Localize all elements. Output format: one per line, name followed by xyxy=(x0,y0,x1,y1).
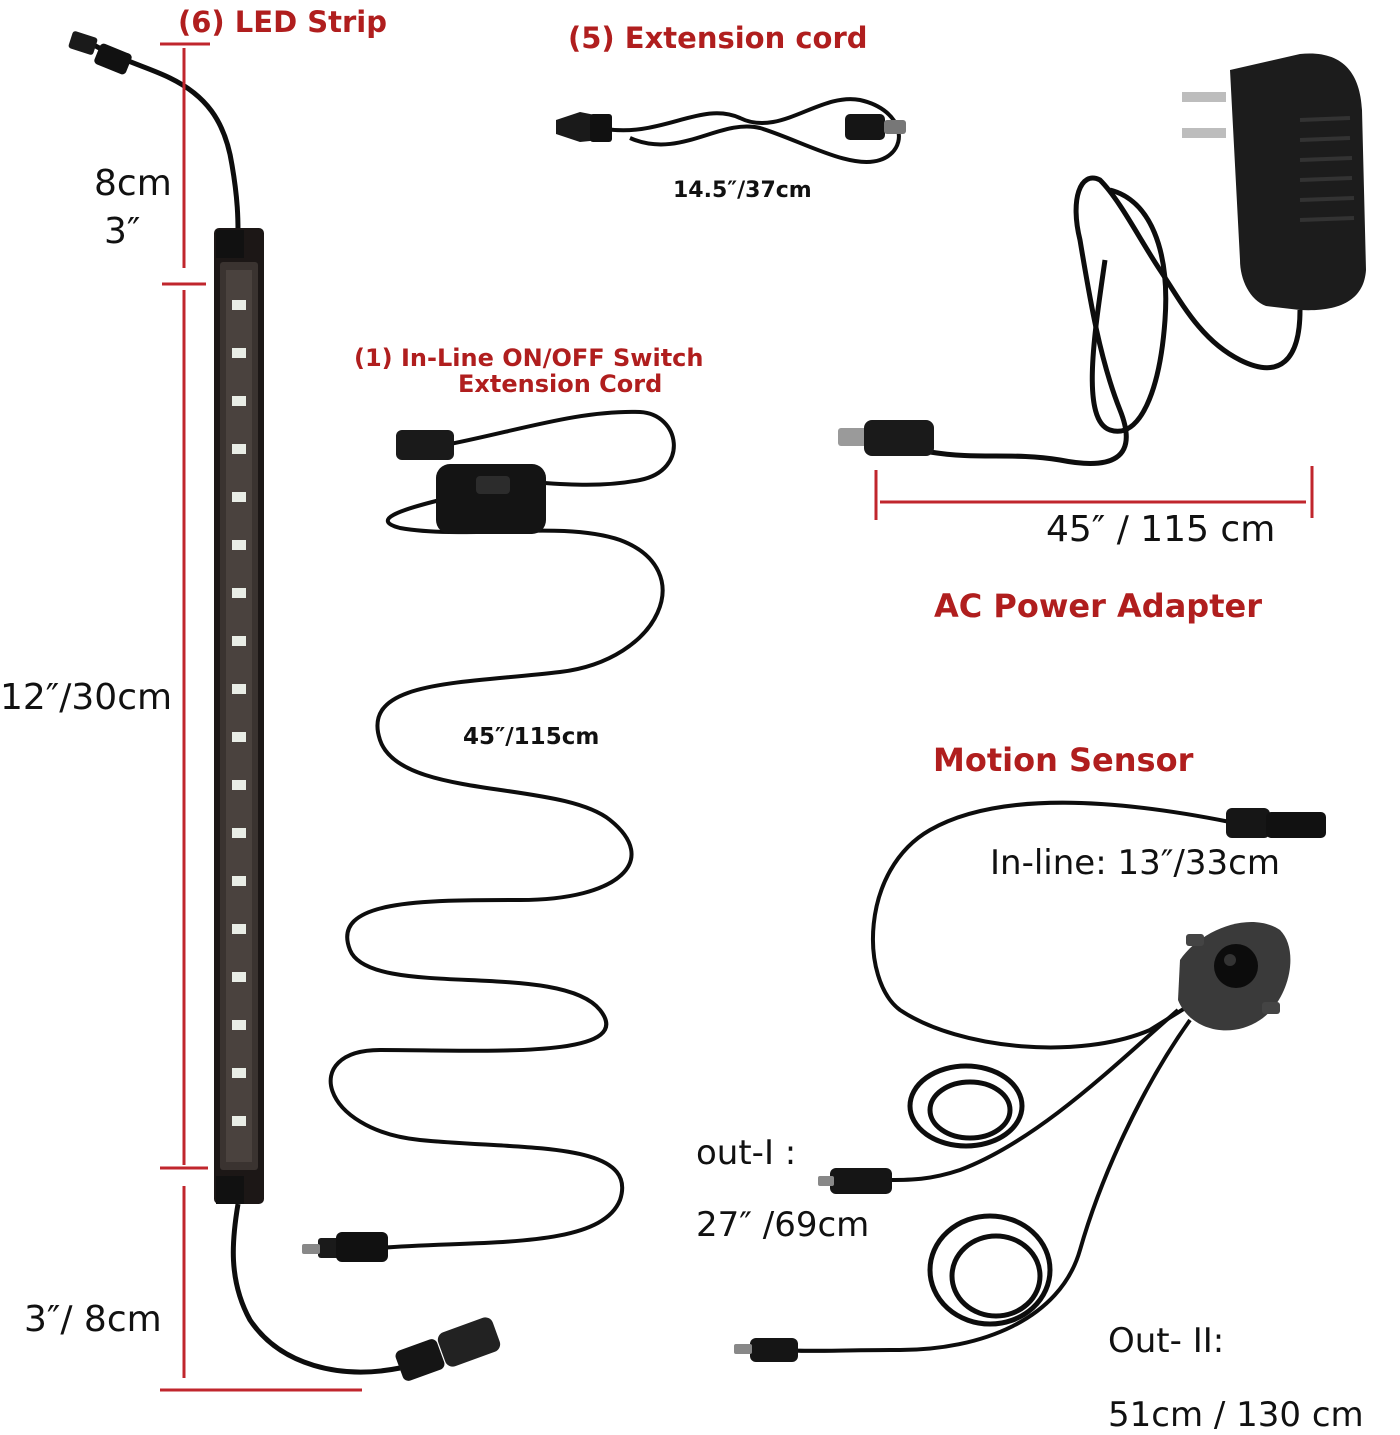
motion-sensor-title: Motion Sensor xyxy=(933,741,1194,779)
led-chip xyxy=(232,396,246,406)
ac-adapter-icon xyxy=(838,53,1366,466)
sensor-out1-length: 27″ /69cm xyxy=(696,1205,870,1245)
ac-adapter-title: AC Power Adapter xyxy=(934,587,1262,625)
led-chip xyxy=(232,444,246,454)
led-strip-title: (6) LED Strip xyxy=(178,5,387,39)
switch-cord-title-line1: (1) In-Line ON/OFF Switch xyxy=(354,344,704,372)
strip-top-length-cm: 8cm xyxy=(94,163,172,204)
led-chip xyxy=(232,732,246,742)
switch-cord-title-line2: Extension Cord xyxy=(458,370,663,398)
strip-bottom-length: 3″/ 8cm xyxy=(24,1299,162,1340)
led-chip xyxy=(232,588,246,598)
extension-cord-title: (5) Extension cord xyxy=(568,21,868,55)
sensor-inline-length: In-line: 13″/33cm xyxy=(990,843,1280,883)
led-chip xyxy=(232,492,246,502)
adapter-dimension-guide xyxy=(874,466,1314,520)
led-chip xyxy=(232,1068,246,1078)
adapter-cord-length: 45″ / 115 cm xyxy=(1046,509,1276,550)
strip-top-length-in: 3″ xyxy=(104,211,141,252)
strip-body-length: 12″/30cm xyxy=(0,677,173,718)
strip-dimension-guides xyxy=(160,42,362,1392)
led-chip xyxy=(232,876,246,886)
led-chip xyxy=(232,1116,246,1126)
led-chips xyxy=(232,300,246,1126)
led-chip xyxy=(232,924,246,934)
extension-cord-length: 14.5″/37cm xyxy=(673,178,812,203)
led-strip-icon xyxy=(68,31,501,1381)
led-chip xyxy=(232,972,246,982)
switch-cord-length: 45″/115cm xyxy=(463,724,600,750)
led-chip xyxy=(232,1020,246,1030)
sensor-out2-label: Out- II: xyxy=(1108,1321,1225,1361)
motion-sensor-icon xyxy=(734,800,1326,1362)
led-chip xyxy=(232,684,246,694)
extension-cord-icon xyxy=(556,97,906,164)
sensor-out1-label: out-I : xyxy=(696,1133,797,1173)
led-chip xyxy=(232,780,246,790)
sensor-out2-length: 51cm / 130 cm xyxy=(1108,1395,1364,1435)
led-chip xyxy=(232,348,246,358)
switch-cord-icon xyxy=(302,409,676,1262)
led-chip xyxy=(232,300,246,310)
led-chip xyxy=(232,828,246,838)
led-chip xyxy=(232,540,246,550)
led-chip xyxy=(232,636,246,646)
